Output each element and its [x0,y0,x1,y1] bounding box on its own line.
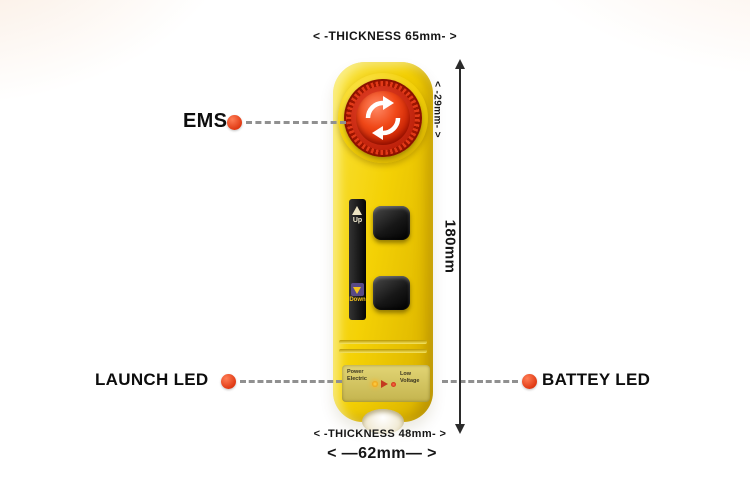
launch-led-callout-dashed-line [240,380,342,383]
battery-led-light [391,382,396,387]
rotate-to-release-arrows-icon [365,96,401,140]
power-indicator-label: Electric [347,376,367,382]
bottom-notch [362,409,404,434]
down-arrow-icon [353,287,361,294]
up-push-button [373,206,410,240]
low-voltage-label: Voltage [400,378,420,384]
case-groove [339,340,427,344]
battery-led-callout-label: BATTEY LED [542,370,651,389]
ems-callout-label: EMS [183,110,228,132]
power-indicator-label: Power [347,369,364,375]
ems-callout-dashed-line [246,121,346,124]
battery-led-callout-dot [522,374,537,389]
dimension-arrow-up-icon [455,59,465,69]
dimension-button-height: < -29mm- > [431,81,443,138]
indicator-arrow-icon [381,380,388,388]
down-label: Down [349,297,366,303]
case-groove [339,349,427,353]
launch-led-light [372,381,378,387]
launch-led-callout-dot [221,374,236,389]
dimension-body-height: 180mm [441,219,459,274]
low-voltage-label: Low [400,371,411,377]
dimension-body-width: < —62mm— > [327,445,437,462]
up-arrow-icon [352,206,362,215]
battery-led-callout-dashed-line [442,380,518,383]
dimension-arrow-down-icon [455,424,465,434]
launch-led-callout-label: LAUNCH LED [95,370,209,389]
dimension-height-line [459,67,461,425]
dimension-thickness-top: < -THICKNESS 65mm- > [312,29,458,43]
ems-callout-dot [227,115,242,130]
down-push-button [373,276,410,310]
dimension-thickness-bottom: < -THICKNESS 48mm- > [313,428,447,440]
up-label: Up [352,217,363,224]
